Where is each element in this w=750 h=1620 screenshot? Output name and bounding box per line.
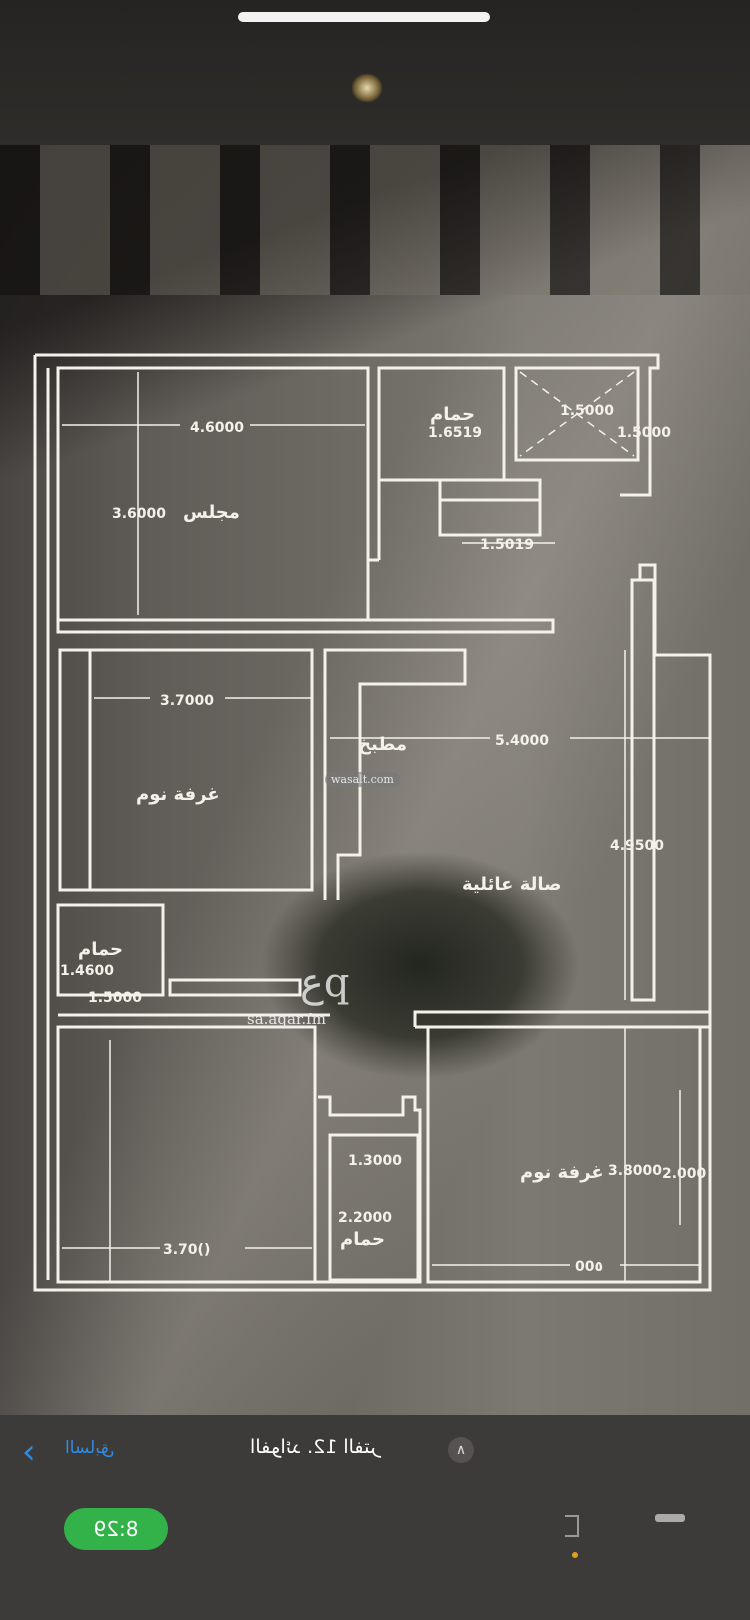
- room-label-family-hall: صالة عائلية: [462, 874, 562, 895]
- shower-x: [519, 371, 635, 457]
- bedroom-1-room: [58, 648, 314, 892]
- majlis-room: [56, 366, 370, 622]
- dim-bedroom2-w: 00٥: [575, 1259, 603, 1275]
- back-button-label[interactable]: ﺍﻟﺴﺎﺑﻖ: [65, 1438, 115, 1458]
- signal-icon: [565, 1515, 579, 1537]
- aqar-watermark: sa.aqar.fm: [247, 1010, 326, 1028]
- dim-shower-h: 1.5000: [617, 425, 671, 441]
- room-label-bath-small: حمام: [78, 939, 123, 960]
- dim-shower-w: 1.5000: [560, 403, 614, 419]
- wall: [413, 1010, 710, 1027]
- bath-bottom-walls: [313, 1095, 422, 1284]
- dim-majlis-w: 4.6000: [190, 420, 244, 436]
- privacy-indicator-dot: [572, 1552, 578, 1558]
- dim-bath-small-h: 1.4600: [60, 963, 114, 979]
- outer-wall: [35, 353, 660, 497]
- room-label-bath-bottom: حمام: [340, 1229, 385, 1250]
- shower-room: [514, 366, 640, 462]
- dim-bedroom2-h: 3.8000: [608, 1163, 662, 1179]
- dim-bath-bottom-w: 1.3000: [348, 1153, 402, 1169]
- dim-bath-small-w: 1.5000: [88, 990, 142, 1006]
- dim-bath-top-w: 1.6519: [428, 425, 482, 441]
- wall: [56, 618, 555, 634]
- back-chevron-icon[interactable]: ‹: [22, 1432, 36, 1472]
- light-glow: [352, 74, 382, 102]
- room-label-bedroom-1: غرفة نوم: [136, 784, 220, 805]
- time-pill: 8:29: [64, 1508, 168, 1550]
- top-bar: [0, 0, 750, 145]
- battery-icon: [655, 1514, 685, 1522]
- dim-bedroom3-w: 3.70(): [163, 1242, 210, 1258]
- background-railing: [0, 145, 750, 295]
- dim-bedroom1-w: 3.7000: [160, 693, 214, 709]
- wasalt-watermark: wasalt.com: [325, 772, 400, 787]
- kitchen-walls: [323, 648, 467, 900]
- wall: [168, 978, 302, 997]
- bath-small-room: [56, 903, 165, 997]
- chevron-up-icon[interactable]: ∧: [448, 1437, 474, 1463]
- dim-bath-bottom-h: 2.2000: [338, 1210, 392, 1226]
- stairs: [438, 478, 542, 537]
- room-label-majlis: مجلس: [183, 502, 240, 523]
- wall: [630, 578, 656, 1002]
- page-title: ﺍﻟﻔﻮﺍﺋﺪ .12 ﺍﻟﻔﺘﺮ: [250, 1436, 381, 1458]
- aqar-logo: عq: [300, 960, 350, 1006]
- bedroom-2-room: [426, 1025, 702, 1284]
- dim-bedroom2-side: 2.000: [662, 1166, 707, 1182]
- home-indicator[interactable]: [238, 12, 490, 22]
- room-label-kitchen: مطبخ: [358, 734, 407, 755]
- dim-hall-w: 5.4000: [495, 733, 549, 749]
- bath-bottom-room: [328, 1133, 420, 1282]
- room-label-bath-top: حمام: [430, 404, 475, 425]
- outer-wall-right: [33, 355, 712, 1292]
- dim-hall-h: 4.9500: [610, 838, 664, 854]
- room-label-bedroom-2: غرفة نوم: [520, 1162, 604, 1183]
- dim-majlis-h: 3.6000: [112, 506, 166, 522]
- dim-stair-w: 1.5019: [480, 537, 534, 553]
